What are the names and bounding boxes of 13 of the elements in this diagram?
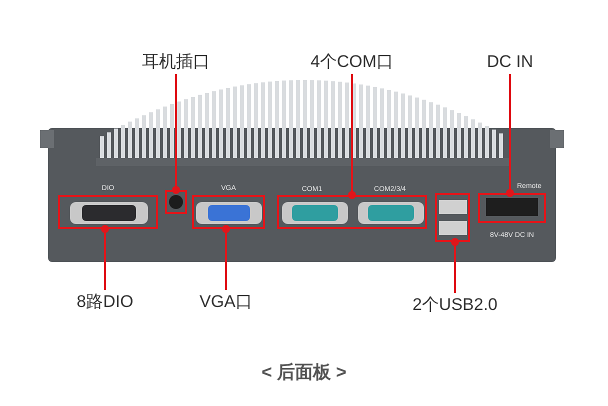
leader-line bbox=[348, 74, 356, 199]
leader-line bbox=[101, 225, 109, 290]
callout-text: VGA口 bbox=[176, 290, 276, 314]
callout-text: 2个USB2.0 bbox=[400, 293, 510, 317]
callout-text: 4个COM口 bbox=[297, 50, 407, 74]
callout-text: DC IN bbox=[475, 50, 545, 74]
caption: < 后面板 > bbox=[261, 362, 347, 382]
leader-line bbox=[172, 74, 180, 194]
leader-line bbox=[222, 225, 230, 290]
callout-text: 8路DIO bbox=[55, 290, 155, 314]
leader-line bbox=[506, 74, 514, 197]
callout-text: 耳机插口 bbox=[126, 50, 226, 74]
leader-line bbox=[451, 238, 459, 293]
